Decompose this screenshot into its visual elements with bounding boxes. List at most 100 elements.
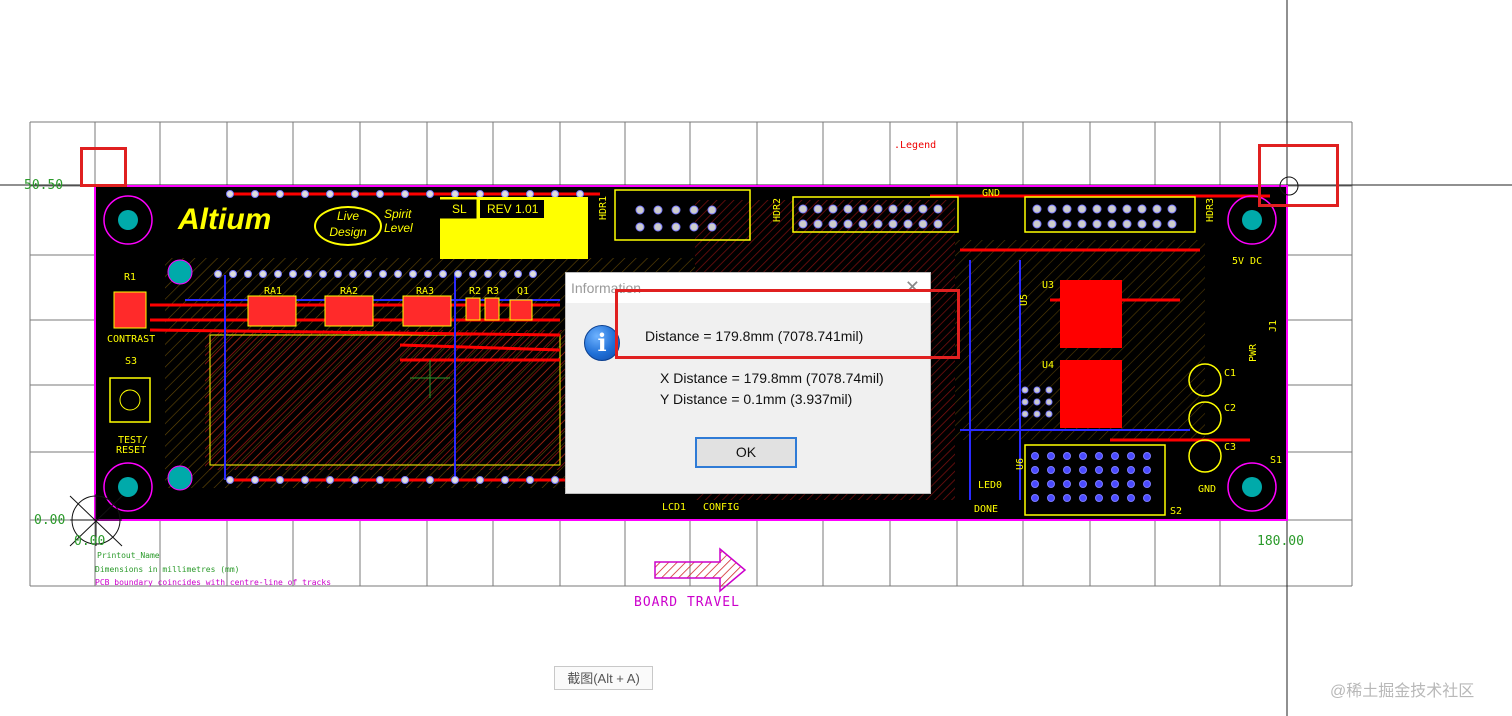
pad — [1047, 480, 1055, 488]
pad — [1047, 219, 1057, 229]
pad — [1031, 480, 1039, 488]
pad — [671, 222, 681, 232]
x-distance-text: X Distance = 179.8mm (7078.74mil) — [660, 370, 884, 386]
pad — [394, 270, 402, 278]
watermark: @稀土掘金技术社区 — [1330, 683, 1475, 700]
pad — [1127, 452, 1135, 460]
pad — [1143, 466, 1151, 474]
pad — [1143, 480, 1151, 488]
information-dialog[interactable]: Information ✕ i Distance = 179.8mm (7078… — [565, 272, 931, 494]
pad — [1045, 410, 1053, 418]
pad — [1111, 480, 1119, 488]
pad — [364, 270, 372, 278]
pad — [1063, 480, 1071, 488]
pad — [1045, 386, 1053, 394]
label-led0: LED0 — [978, 480, 1003, 491]
pad — [858, 204, 868, 214]
pad — [1143, 452, 1151, 460]
pad — [499, 270, 507, 278]
pad — [1063, 494, 1071, 502]
spirit-line1: Spirit — [384, 207, 412, 221]
resistor-arrays — [247, 295, 533, 327]
distance-text: Distance = 179.8mm (7078.741mil) — [645, 328, 864, 344]
pad — [1111, 466, 1119, 474]
close-icon[interactable]: ✕ — [904, 277, 920, 297]
label-contrast: CONTRAST — [107, 334, 156, 345]
pad — [918, 204, 928, 214]
pad — [1107, 204, 1117, 214]
live-design-badge: Live Design — [314, 206, 382, 246]
lcd-outline — [209, 334, 561, 466]
pad — [1127, 466, 1135, 474]
origin-marker — [69, 494, 123, 547]
pad — [873, 219, 883, 229]
label-dc5v: 5V DC — [1232, 256, 1263, 267]
pad — [1137, 204, 1147, 214]
dialog-titlebar[interactable]: Information ✕ — [566, 273, 930, 303]
pad — [229, 270, 237, 278]
pad — [1021, 398, 1029, 406]
pad — [1033, 398, 1041, 406]
pad — [274, 270, 282, 278]
pad — [226, 190, 234, 198]
label-s2: S2 — [1170, 506, 1183, 517]
pad — [1021, 386, 1029, 394]
pad — [251, 476, 259, 484]
pad — [1122, 219, 1132, 229]
pad — [551, 476, 559, 484]
note-boundary: PCB boundary coincides with centre-line … — [95, 578, 332, 587]
hdr1-header — [614, 189, 751, 241]
axis-x-origin: 0.00 — [74, 534, 106, 549]
pad — [1143, 494, 1151, 502]
pad — [828, 219, 838, 229]
lcd-hatch — [205, 330, 565, 470]
spirit-line2: Level — [384, 221, 413, 235]
pad — [1152, 204, 1162, 214]
label-j1: J1 — [1268, 319, 1279, 332]
pad — [289, 270, 297, 278]
pad — [707, 205, 717, 215]
pad — [484, 270, 492, 278]
pad — [707, 222, 717, 232]
pad — [401, 476, 409, 484]
pad — [514, 270, 522, 278]
pad — [1127, 480, 1135, 488]
label-ra3: RA3 — [416, 286, 435, 297]
pad — [813, 204, 823, 214]
label-done: DONE — [974, 504, 999, 515]
pad — [843, 204, 853, 214]
pad — [813, 219, 823, 229]
pad — [1079, 452, 1087, 460]
label-r1: R1 — [124, 272, 137, 283]
pad — [635, 222, 645, 232]
pad — [326, 476, 334, 484]
pad — [351, 190, 359, 198]
pad — [933, 219, 943, 229]
label-u4: U4 — [1042, 360, 1055, 371]
pad — [401, 190, 409, 198]
pad — [858, 219, 868, 229]
pad — [1077, 219, 1087, 229]
pad — [244, 270, 252, 278]
pad — [276, 476, 284, 484]
screenshot-hint-button[interactable]: 截图(Alt + A) — [554, 666, 653, 690]
pad — [1152, 219, 1162, 229]
pad — [1077, 204, 1087, 214]
pad — [476, 190, 484, 198]
label-gnd-top: GND — [982, 188, 1001, 199]
highlight-box-distance — [615, 289, 960, 359]
capacitors — [1188, 363, 1222, 473]
label-u5: U5 — [1019, 293, 1030, 306]
pad — [334, 270, 342, 278]
pad — [1095, 466, 1103, 474]
altium-logo: Altium — [178, 203, 272, 236]
pad — [451, 190, 459, 198]
label-pwr: PWR — [1248, 343, 1259, 362]
axis-y-top: 50.50 — [24, 178, 64, 193]
ok-button[interactable]: OK — [695, 437, 797, 468]
spirit-level-text: Spirit Level — [384, 207, 413, 235]
rev-box — [480, 200, 544, 218]
u3-pad — [1060, 280, 1122, 348]
label-u3: U3 — [1042, 280, 1055, 291]
pad — [1062, 219, 1072, 229]
